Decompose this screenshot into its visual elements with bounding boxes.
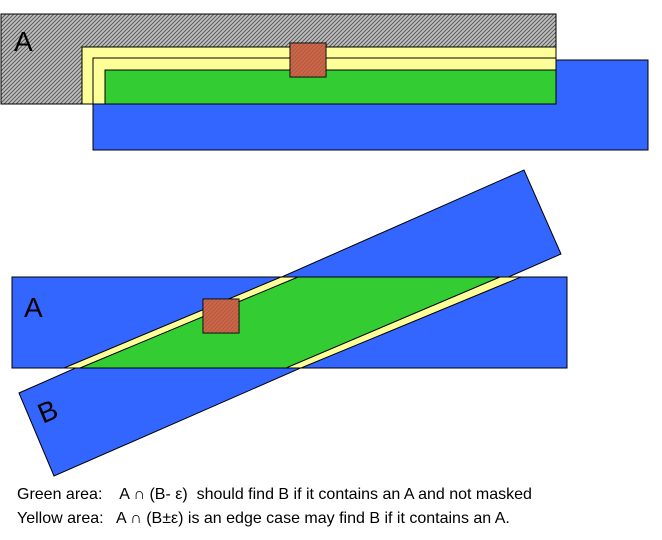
top-brown-square-texture xyxy=(290,43,326,77)
bottom-diagram: A B xyxy=(11,169,568,477)
top-label-a: A xyxy=(14,26,33,57)
top-diagram: A xyxy=(0,13,649,151)
top-green-area xyxy=(104,69,557,105)
caption-green-area: Green area: A ∩ (B- ε) should find B if … xyxy=(17,486,532,503)
bottom-label-a: A xyxy=(24,292,43,323)
bottom-brown-square-texture xyxy=(203,299,239,333)
caption-yellow-area: Yellow area: A ∩ (B±ε) is an edge case m… xyxy=(17,510,510,527)
